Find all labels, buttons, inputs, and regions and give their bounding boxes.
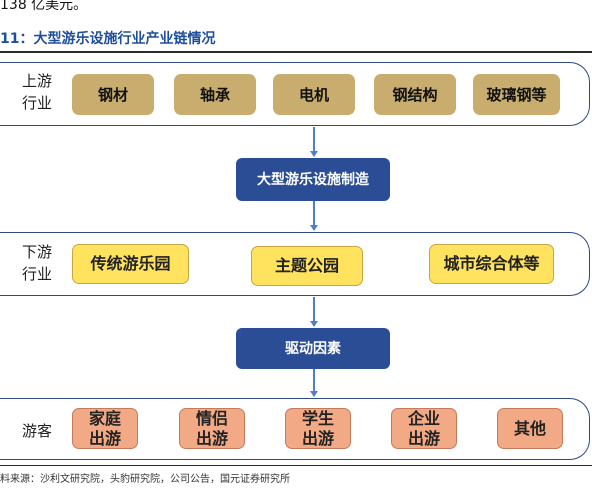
visitor-item-other: 其他 xyxy=(497,408,563,449)
downstream-item-theme-park: 主题公园 xyxy=(251,246,363,286)
upstream-item-steel: 钢材 xyxy=(72,74,154,115)
visitor-item-family: 家庭 出游 xyxy=(72,408,138,449)
upstream-item-steel-structure: 钢结构 xyxy=(374,74,456,115)
visitors-label: 游客 xyxy=(21,422,52,440)
title-rule xyxy=(0,51,592,53)
source-note: 料来源：沙利文研究院，头豹研究院，公司公告，国元证券研究所 xyxy=(0,474,290,485)
drivers-box: 驱动因素 xyxy=(236,328,390,369)
visitor-item-corporate: 企业 出游 xyxy=(391,408,457,449)
visitor-item-couples: 情侣 出游 xyxy=(179,408,245,449)
visitor-item-students: 学生 出游 xyxy=(285,408,351,449)
upstream-item-motor: 电机 xyxy=(273,74,355,115)
arrow-upstream-to-manufacturing xyxy=(309,127,319,157)
bottom-rule xyxy=(0,465,592,466)
arrow-drivers-to-visitors xyxy=(309,369,319,397)
figure-title: 11：大型游乐设施行业产业链情况 xyxy=(0,31,216,47)
upstream-item-frp: 玻璃钢等 xyxy=(473,74,560,115)
manufacturing-box: 大型游乐设施制造 xyxy=(236,158,390,201)
intro-text: 138 亿美元。 xyxy=(0,0,88,13)
downstream-label: 下游 行业 xyxy=(21,243,52,283)
arrow-downstream-to-drivers xyxy=(309,297,319,327)
upstream-label: 上游 行业 xyxy=(21,72,52,112)
upstream-item-bearing: 轴承 xyxy=(174,74,256,115)
downstream-item-urban-complex: 城市综合体等 xyxy=(429,244,554,284)
arrow-manufacturing-to-downstream xyxy=(309,201,319,231)
downstream-item-traditional-park: 传统游乐园 xyxy=(72,244,189,284)
